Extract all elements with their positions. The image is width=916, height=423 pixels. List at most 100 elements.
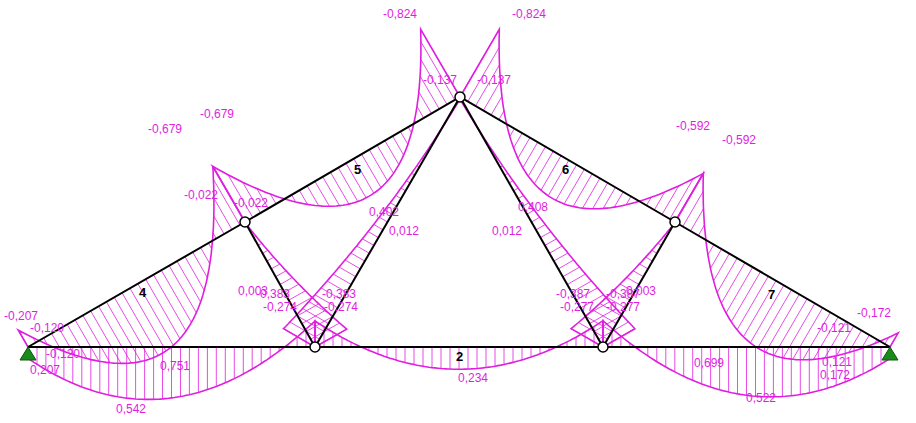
hatch-line [374, 224, 383, 229]
hatch-line [603, 187, 615, 208]
member-number: 5 [354, 163, 361, 176]
hatch-line [396, 347, 397, 360]
truss-members [28, 97, 890, 347]
hatch-line [495, 347, 496, 366]
hatch-line [135, 347, 136, 399]
hatch-line [665, 347, 666, 367]
hatch-line [198, 347, 199, 392]
hatch-line [698, 225, 704, 236]
hatch-line [633, 271, 643, 277]
hatch-line [252, 347, 253, 369]
moment-curve [315, 321, 603, 370]
hatch-line [692, 347, 693, 380]
hatch-line [400, 132, 408, 145]
hatch-line [354, 159, 374, 194]
hatch-line [185, 257, 204, 291]
hatch-line [333, 332, 334, 347]
moment-curve [18, 166, 245, 363]
hatch-line [387, 347, 388, 357]
moment-value: 0,121 [822, 356, 852, 369]
moment-value: -0,383 [322, 288, 356, 301]
hatch-line [554, 253, 568, 261]
hatch-line [423, 347, 424, 366]
hatch-line [432, 347, 433, 368]
hatch-line [271, 264, 280, 269]
hatch-line [323, 177, 340, 206]
hatch-line [297, 337, 298, 347]
hatch-line [280, 278, 292, 285]
moment-value: -0,592 [676, 120, 710, 133]
hatch-line [513, 347, 514, 362]
hatch-line [90, 347, 91, 390]
hatch-line [639, 264, 648, 269]
hatch-line [296, 315, 324, 331]
hatch-line [536, 225, 545, 230]
hatch-line [362, 154, 381, 187]
hatch-line [743, 281, 776, 337]
hatch-line [441, 347, 442, 369]
hatch-line [750, 285, 784, 343]
hatch-line [417, 106, 424, 118]
truss-joints [240, 92, 680, 352]
member-number: 2 [456, 350, 463, 363]
hatch-line [576, 337, 577, 347]
hatch-line [800, 347, 801, 395]
hatch-line [504, 347, 505, 365]
hatch-line [728, 347, 729, 392]
hatch-line [737, 347, 738, 394]
hatch-line [346, 163, 366, 198]
hatch-line [368, 232, 378, 238]
moment-value: -0,824 [512, 8, 546, 21]
hatch-line [721, 263, 745, 304]
hatch-line [225, 347, 226, 383]
hatch-line [534, 151, 553, 184]
hatch-line [331, 172, 349, 204]
hatch-line [369, 150, 387, 181]
hatch-line [549, 246, 562, 253]
moment-curve [571, 222, 675, 347]
hatch-line [726, 267, 753, 313]
hatch-line [522, 347, 523, 360]
hatch-line [114, 297, 150, 359]
hatch-line [169, 266, 196, 313]
hatch-line [746, 347, 747, 395]
moment-value: -0,120 [46, 348, 80, 361]
hatch-line [419, 92, 432, 114]
hatch-line [486, 347, 487, 368]
hatch-line [146, 279, 180, 339]
hatch-line [378, 347, 379, 354]
hatch-line [345, 260, 360, 269]
hatch-line [333, 274, 351, 285]
moment-value: -0,121 [817, 322, 851, 335]
hatch-line [414, 347, 415, 365]
hatch-line [499, 111, 504, 120]
hatch-line [583, 178, 600, 208]
moment-value: 0,234 [458, 372, 488, 385]
hatch-line [83, 315, 110, 362]
hatch-line [567, 274, 585, 285]
hatch-line [99, 306, 132, 363]
hatch-line [737, 276, 768, 330]
hatch-line [357, 246, 370, 253]
moment-value: -0,137 [477, 74, 511, 87]
hatch-line [514, 133, 523, 148]
hatch-line [755, 347, 756, 396]
hatch-line [863, 347, 864, 374]
hatch-line [532, 217, 540, 222]
member-number: 4 [139, 286, 146, 299]
hatch-line [548, 160, 569, 196]
hatch-line [393, 136, 404, 155]
moment-value: 0,408 [518, 201, 548, 214]
moment-curve [28, 321, 315, 399]
hatch-line [117, 347, 118, 397]
hatch-line [37, 347, 38, 364]
moment-value: -0,383 [256, 288, 290, 301]
hatch-line [766, 294, 800, 352]
hatch-line [541, 156, 561, 191]
hatch-line [99, 347, 100, 393]
hatch-line [646, 257, 653, 261]
moment-value: -0,022 [234, 197, 268, 210]
hatch-line [362, 239, 374, 246]
hatch-line [647, 347, 648, 356]
moment-value: 0,751 [160, 360, 190, 373]
